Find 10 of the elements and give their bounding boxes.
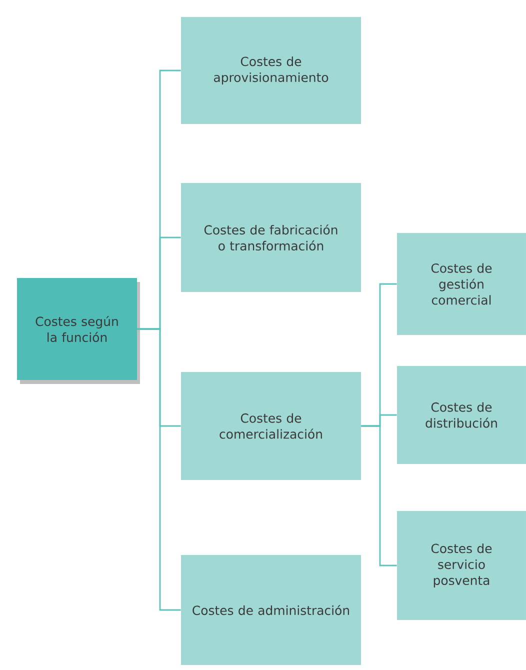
- category-box: Costes de administración: [181, 555, 361, 665]
- category-box: Costes de servicio posventa: [397, 511, 526, 620]
- root-box: Costes según la función: [17, 278, 140, 384]
- connector-line: [361, 425, 397, 566]
- category-box: Costes de aprovisionamiento: [181, 17, 361, 124]
- category-box: Costes de comercialización: [181, 372, 361, 480]
- connector-line: [137, 328, 181, 611]
- category-box: Costes de fabricación o transformación: [181, 183, 361, 292]
- category-box: Costes de gestión comercial: [397, 233, 526, 335]
- category-box: Costes de distribución: [397, 366, 526, 464]
